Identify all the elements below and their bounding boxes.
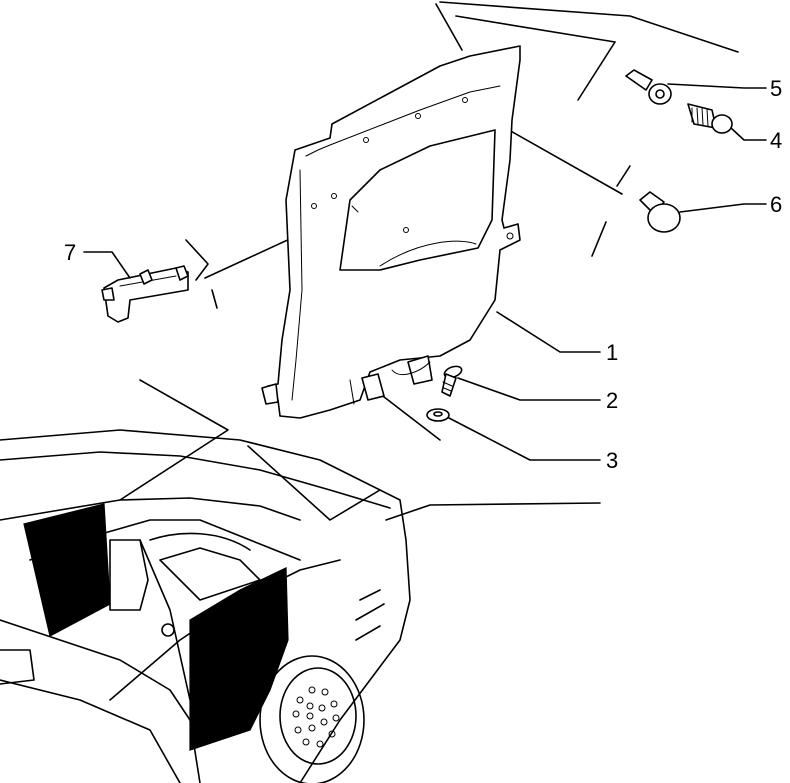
highlighted-trim-right (189, 567, 289, 751)
washer (426, 408, 450, 422)
bracket (101, 265, 189, 323)
screw (441, 365, 463, 397)
callout-leaders (83, 83, 767, 461)
callout-2: 2 (606, 388, 618, 413)
trim-panel (261, 45, 521, 419)
callout-5: 5 (770, 76, 782, 101)
ribbed-fastener (687, 103, 733, 134)
callout-3: 3 (606, 448, 618, 473)
push-pin-clip (625, 69, 672, 105)
callout-labels: 1 2 3 4 5 6 7 (64, 76, 782, 473)
callout-1: 1 (606, 340, 618, 365)
callout-6: 6 (770, 192, 782, 217)
mushroom-clip (639, 191, 681, 233)
callout-7: 7 (64, 240, 76, 265)
highlighted-trim-left (23, 503, 111, 637)
callout-4: 4 (770, 128, 782, 153)
car-illustration (0, 379, 601, 783)
